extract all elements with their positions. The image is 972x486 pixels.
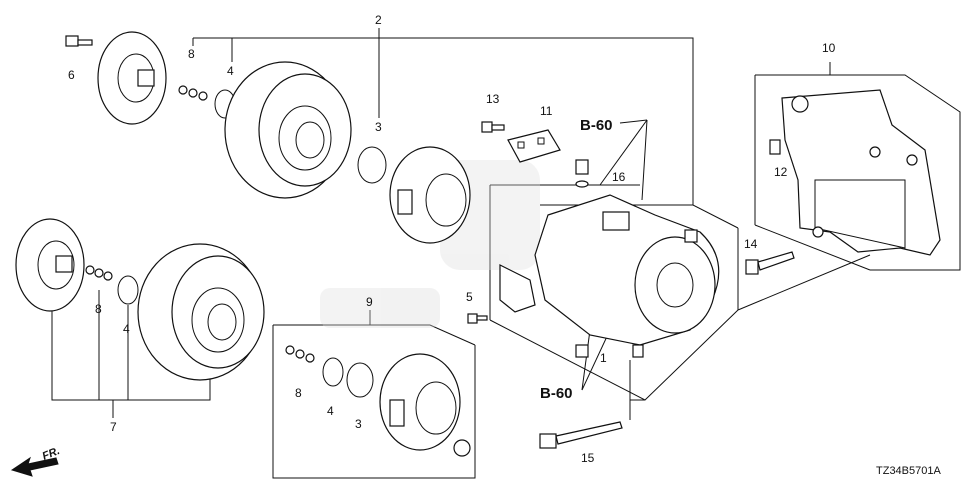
callout-1: 1 [600, 351, 607, 365]
front-direction-arrow-icon [10, 456, 59, 477]
callout-12: 12 [774, 165, 788, 179]
bolt-5-icon [467, 313, 488, 324]
callout-13: 13 [486, 92, 500, 106]
front-direction-label: FR. [41, 445, 62, 463]
fitting-1-icon [575, 344, 589, 358]
callout-15: 15 [581, 451, 595, 465]
callout-8: 8 [188, 47, 195, 61]
compressor-body-icon [499, 194, 720, 358]
callout-16: 16 [612, 170, 626, 184]
callout-10: 10 [822, 41, 836, 55]
callout-8: 8 [95, 302, 102, 316]
snap-ring-lower-left-icon [117, 275, 139, 305]
callout-6: 6 [68, 68, 75, 82]
callout-14: 14 [744, 237, 758, 251]
leader-lines [51, 28, 961, 479]
reference-b60-top: B-60 [580, 117, 613, 134]
reference-b60-bottom: B-60 [540, 385, 573, 402]
shims-upper-icon [178, 85, 208, 101]
callout-3: 3 [375, 120, 382, 134]
pin-12-icon [769, 139, 781, 155]
shims-lower-left-icon [85, 265, 113, 281]
field-coil-upper-icon [389, 146, 471, 244]
pulley-upper-icon [224, 61, 352, 199]
bracket-11-icon [507, 129, 561, 163]
compressor-bracket-10-icon [781, 89, 941, 256]
shims-9-group-icon [285, 345, 315, 363]
callout-4: 4 [327, 404, 334, 418]
callout-3: 3 [355, 417, 362, 431]
snap-ring-3-lower-icon [346, 362, 374, 398]
field-coil-lower-icon [379, 353, 471, 457]
callout-5: 5 [466, 290, 473, 304]
callout-9: 9 [366, 295, 373, 309]
bolt-6-icon [65, 35, 93, 47]
clutch-plate-upper-icon [97, 31, 167, 125]
callout-8: 8 [295, 386, 302, 400]
callout-2: 2 [375, 13, 382, 27]
clutch-plate-lower-icon [15, 218, 85, 312]
bolt-15-icon [539, 421, 623, 449]
callout-4: 4 [227, 64, 234, 78]
pulley-lower-icon [137, 243, 265, 381]
callout-7: 7 [110, 420, 117, 434]
diagram-code: TZ34B5701A [876, 465, 941, 477]
callouts: 2 3 3 4 4 4 6 7 8 8 8 9 1 5 10 11 12 13 … [41, 13, 942, 477]
callout-4: 4 [123, 322, 130, 336]
snap-ring-9-group-icon [322, 357, 344, 387]
bolt-14-icon [745, 251, 795, 275]
bolt-13-icon [481, 121, 505, 133]
snap-ring-3-upper-icon [357, 146, 387, 184]
callout-11: 11 [540, 104, 553, 118]
cap-16-icon [575, 159, 589, 188]
